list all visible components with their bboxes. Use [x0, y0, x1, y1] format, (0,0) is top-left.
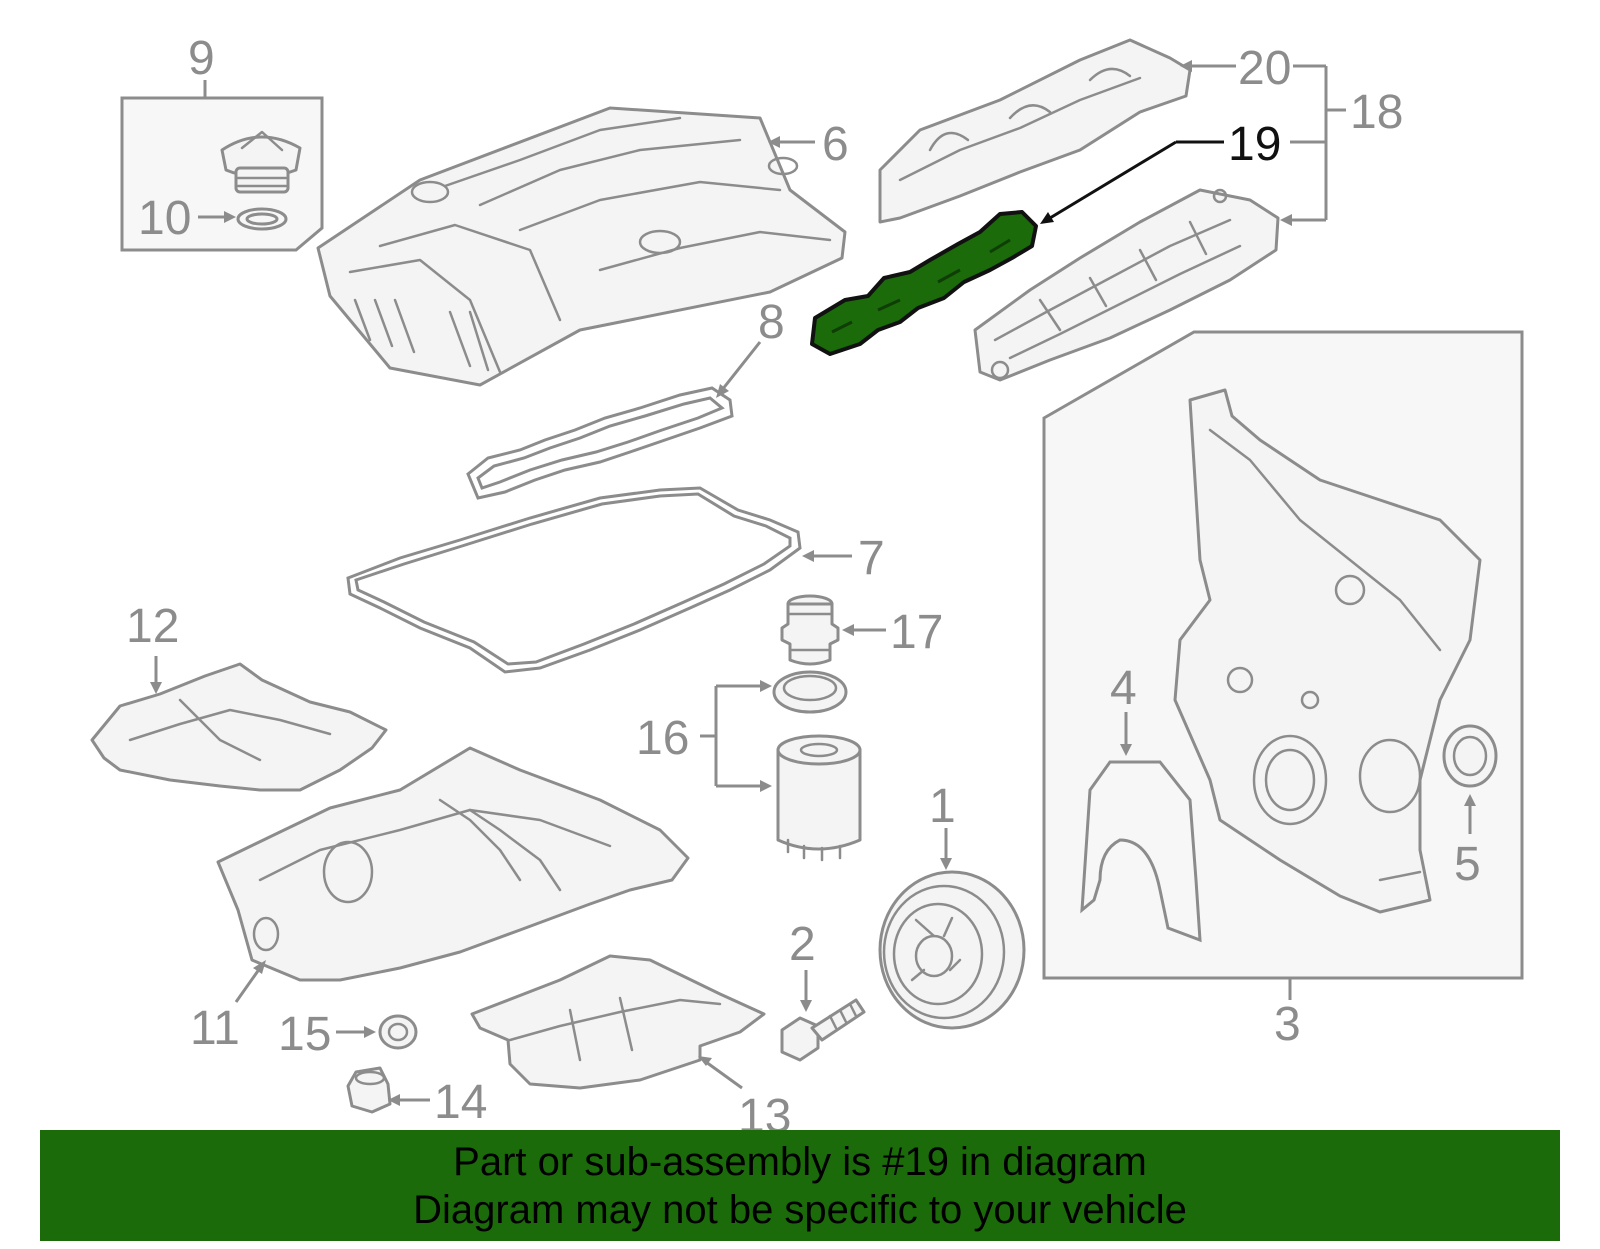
callout-label-5: 5 — [1454, 838, 1481, 891]
banner-line-disclaimer: Diagram may not be specific to your vehi… — [413, 1188, 1187, 1232]
callout-label-19: 19 — [1228, 118, 1281, 171]
drain-plug — [346, 1066, 392, 1114]
oil-filter-adapter — [780, 594, 840, 666]
callout-label-17: 17 — [890, 606, 943, 659]
callout-label-12: 12 — [126, 600, 179, 653]
oil-cap-group-box — [120, 80, 324, 252]
intake-manifold-cover — [878, 38, 1192, 224]
callout-label-20: 20 — [1238, 42, 1291, 95]
intake-manifold — [973, 188, 1280, 382]
callout-label-1: 1 — [929, 780, 956, 833]
callout-label-11: 11 — [190, 1002, 240, 1055]
drain-plug-gasket — [378, 1014, 418, 1050]
callout-label-10: 10 — [138, 192, 191, 245]
callout-label-15: 15 — [278, 1008, 331, 1061]
callout-label-4: 4 — [1110, 662, 1137, 715]
callout-label-7: 7 — [858, 532, 885, 585]
front-crankshaft-seal — [1442, 724, 1498, 788]
callout-label-14: 14 — [434, 1076, 487, 1129]
callout-label-8: 8 — [758, 296, 785, 349]
valve-cover-inner-gasket — [466, 386, 734, 500]
crankshaft-pulley — [878, 870, 1026, 1030]
oil-cap-seal — [236, 207, 288, 231]
pulley-bolt — [780, 998, 866, 1062]
oil-filler-cap — [220, 130, 302, 194]
lower-oil-pan — [470, 954, 766, 1090]
oil-filter-seal — [772, 670, 848, 714]
callout-label-9: 9 — [188, 32, 215, 85]
timing-cover — [1173, 388, 1482, 914]
callout-label-6: 6 — [822, 118, 849, 171]
callout-label-2: 2 — [789, 918, 816, 971]
heat-shield — [90, 662, 388, 792]
banner-line-part: Part or sub-assembly is #19 in diagram — [453, 1140, 1147, 1184]
cylinder-head-cover — [316, 106, 847, 387]
valve-cover-gasket — [346, 486, 802, 674]
oil-filter — [776, 734, 862, 862]
callout-label-16: 16 — [636, 712, 689, 765]
intake-manifold-gasket-highlighted — [810, 210, 1038, 356]
timing-cover-gasket — [1080, 760, 1202, 943]
callout-label-3: 3 — [1274, 998, 1301, 1051]
info-banner: Part or sub-assembly is #19 in diagram D… — [40, 1130, 1560, 1241]
oil-pan — [216, 746, 690, 982]
callout-label-18: 18 — [1350, 86, 1403, 139]
